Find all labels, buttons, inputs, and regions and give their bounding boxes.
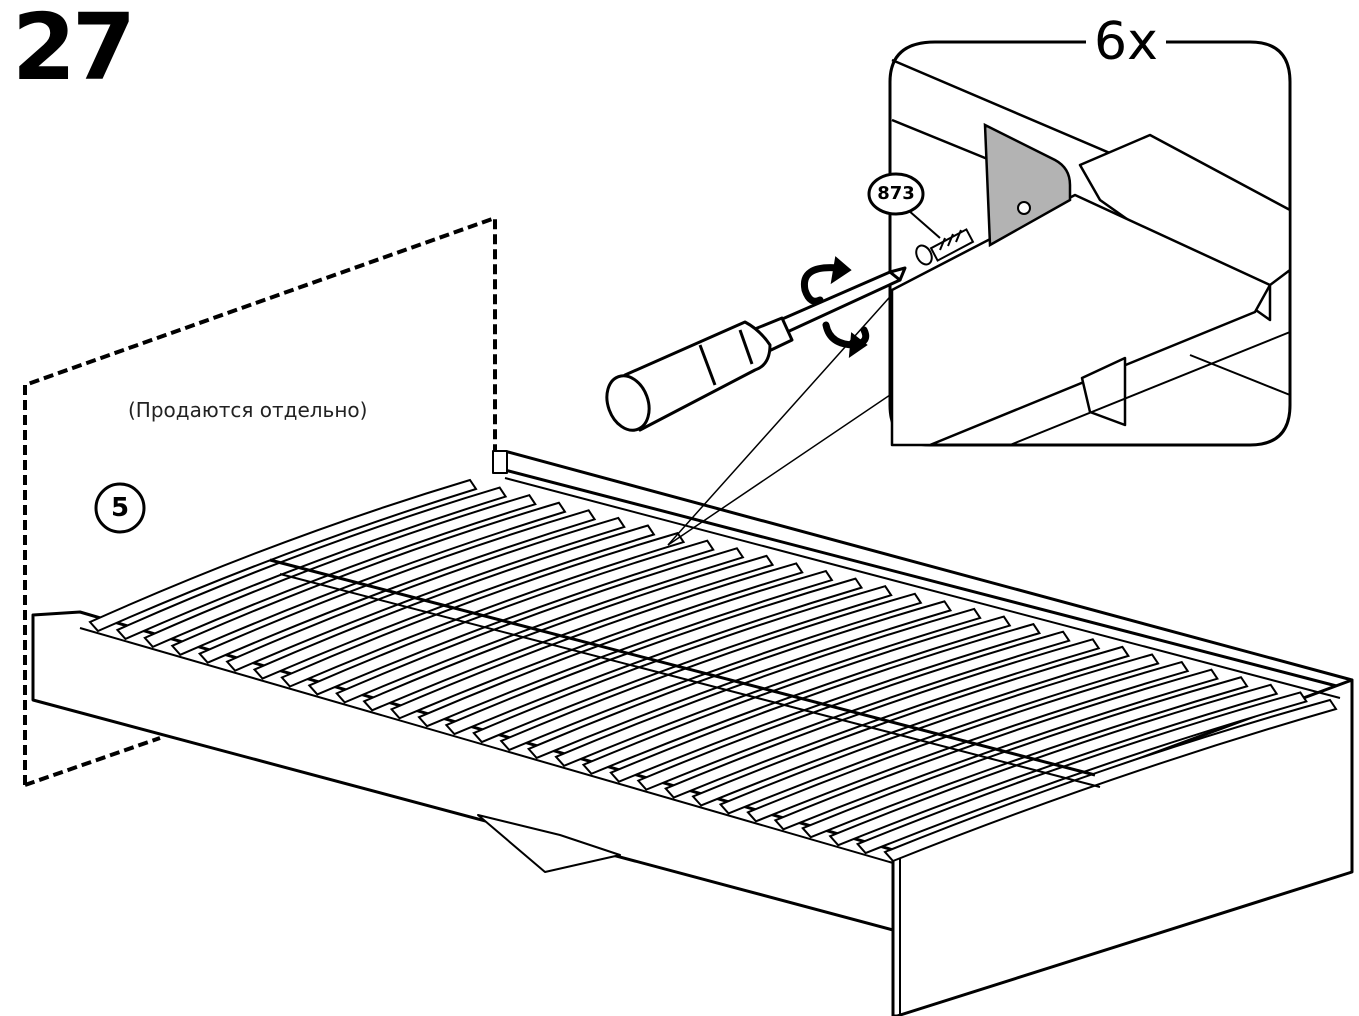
slat [801, 676, 1249, 839]
rotate-arrow-icon [800, 256, 870, 359]
screw-icon [915, 228, 975, 266]
detail-inset [867, 40, 1292, 447]
slat [362, 554, 775, 712]
part-number-label: 5 [110, 493, 130, 523]
screw-label-badge [867, 172, 925, 216]
slat [115, 486, 508, 641]
slat [773, 668, 1219, 831]
slat [444, 577, 864, 736]
slat [417, 569, 834, 728]
callout-lines [667, 279, 906, 546]
slat [307, 539, 715, 696]
slat [609, 622, 1042, 783]
quantity-label: 6x [1086, 12, 1166, 72]
bracket-plate [983, 122, 1072, 248]
screwdriver-icon [605, 266, 907, 432]
slat [170, 501, 567, 656]
center-beam [269, 558, 1101, 788]
slat [581, 615, 1012, 775]
slat [197, 509, 597, 664]
bed-frame [31, 450, 1354, 1016]
slat [526, 600, 953, 760]
slat [143, 494, 537, 649]
slat [746, 660, 1190, 823]
slat [664, 638, 1101, 799]
slat [691, 645, 1130, 807]
slat [335, 547, 745, 704]
slat [883, 698, 1338, 863]
slat-group [88, 478, 1338, 863]
slat [252, 524, 656, 680]
slat [88, 478, 478, 633]
slat [280, 531, 686, 688]
slat [718, 653, 1160, 815]
slat [554, 607, 982, 768]
step-number: 27 [12, 0, 136, 101]
slat [499, 592, 923, 752]
sold-separately-note: (Продаются отдельно) [128, 398, 368, 422]
slat [636, 630, 1071, 791]
slat [828, 683, 1279, 847]
headboard-outline [23, 215, 497, 787]
slat [389, 562, 804, 720]
screw-part-label: 873 [877, 183, 915, 204]
slat [855, 691, 1308, 855]
part-number-badge [94, 482, 146, 534]
slat [472, 585, 893, 744]
slat [225, 516, 626, 672]
